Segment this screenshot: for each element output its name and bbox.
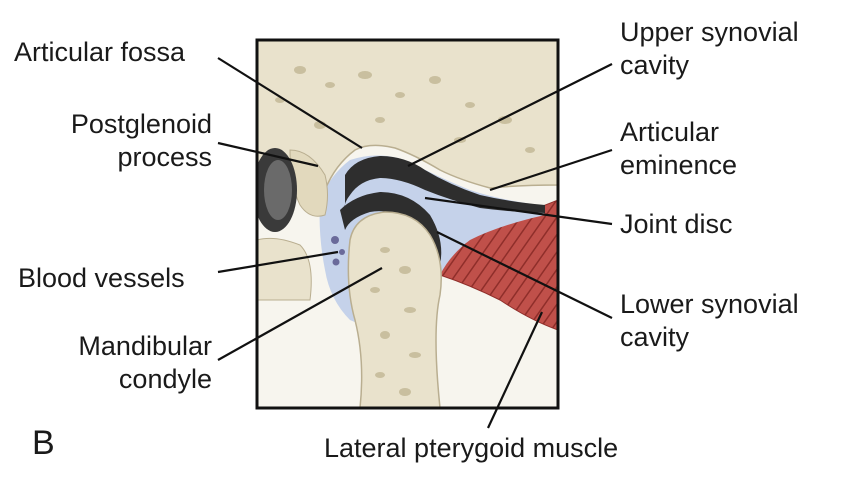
label-mandibular-line1: Mandibular xyxy=(78,331,212,361)
label-lower-synovial-line2: cavity xyxy=(620,322,690,352)
leader-lower-synovial-cavity xyxy=(436,231,613,319)
leader-blood-vessels xyxy=(217,250,339,274)
label-joint-disc: Joint disc xyxy=(620,209,733,239)
label-articular-eminence: Articular eminence xyxy=(620,116,737,182)
label-lower-synovial-line1: Lower synovial xyxy=(620,289,799,319)
blood-vessel xyxy=(331,236,339,244)
figure-frame xyxy=(255,38,560,410)
label-articular-eminence-line1: Articular xyxy=(620,117,720,147)
leader-lateral-pterygoid xyxy=(487,311,543,429)
label-articular-eminence-line2: eminence xyxy=(620,150,738,180)
label-upper-synovial-line2: cavity xyxy=(620,50,690,80)
leader-mandibular-condyle xyxy=(217,267,383,361)
leader-articular-fossa xyxy=(217,57,363,149)
panel-letter: B xyxy=(32,424,55,462)
label-blood-vessels: Blood vessels xyxy=(18,263,185,293)
label-mandibular-condyle: Mandibular condyle xyxy=(40,330,212,396)
label-articular-fossa: Articular fossa xyxy=(14,37,186,67)
leader-postglenoid-process xyxy=(217,141,319,168)
label-upper-synovial-line1: Upper synovial xyxy=(620,17,799,47)
blood-vessel xyxy=(332,258,340,266)
mandibular-condyle xyxy=(347,211,442,408)
bone-texture xyxy=(275,66,535,396)
disc-posterior-band xyxy=(340,192,442,268)
label-postglenoid-line2: process xyxy=(117,142,212,172)
label-postglenoid-line1: Postglenoid xyxy=(70,109,212,139)
label-mandibular-line2: condyle xyxy=(118,364,212,394)
label-lateral-pterygoid-muscle: Lateral pterygoid muscle xyxy=(324,433,619,463)
leader-articular-eminence xyxy=(489,148,613,192)
leader-upper-synovial-cavity xyxy=(407,63,613,167)
blood-vessel xyxy=(339,249,345,255)
label-lower-synovial-cavity: Lower synovial cavity xyxy=(620,288,799,354)
label-postglenoid-process: Postglenoid process xyxy=(40,108,212,174)
joint-disc xyxy=(344,156,545,215)
leader-joint-disc xyxy=(424,196,613,226)
label-upper-synovial-cavity: Upper synovial cavity xyxy=(620,16,799,82)
tympanic-bone xyxy=(257,237,312,301)
